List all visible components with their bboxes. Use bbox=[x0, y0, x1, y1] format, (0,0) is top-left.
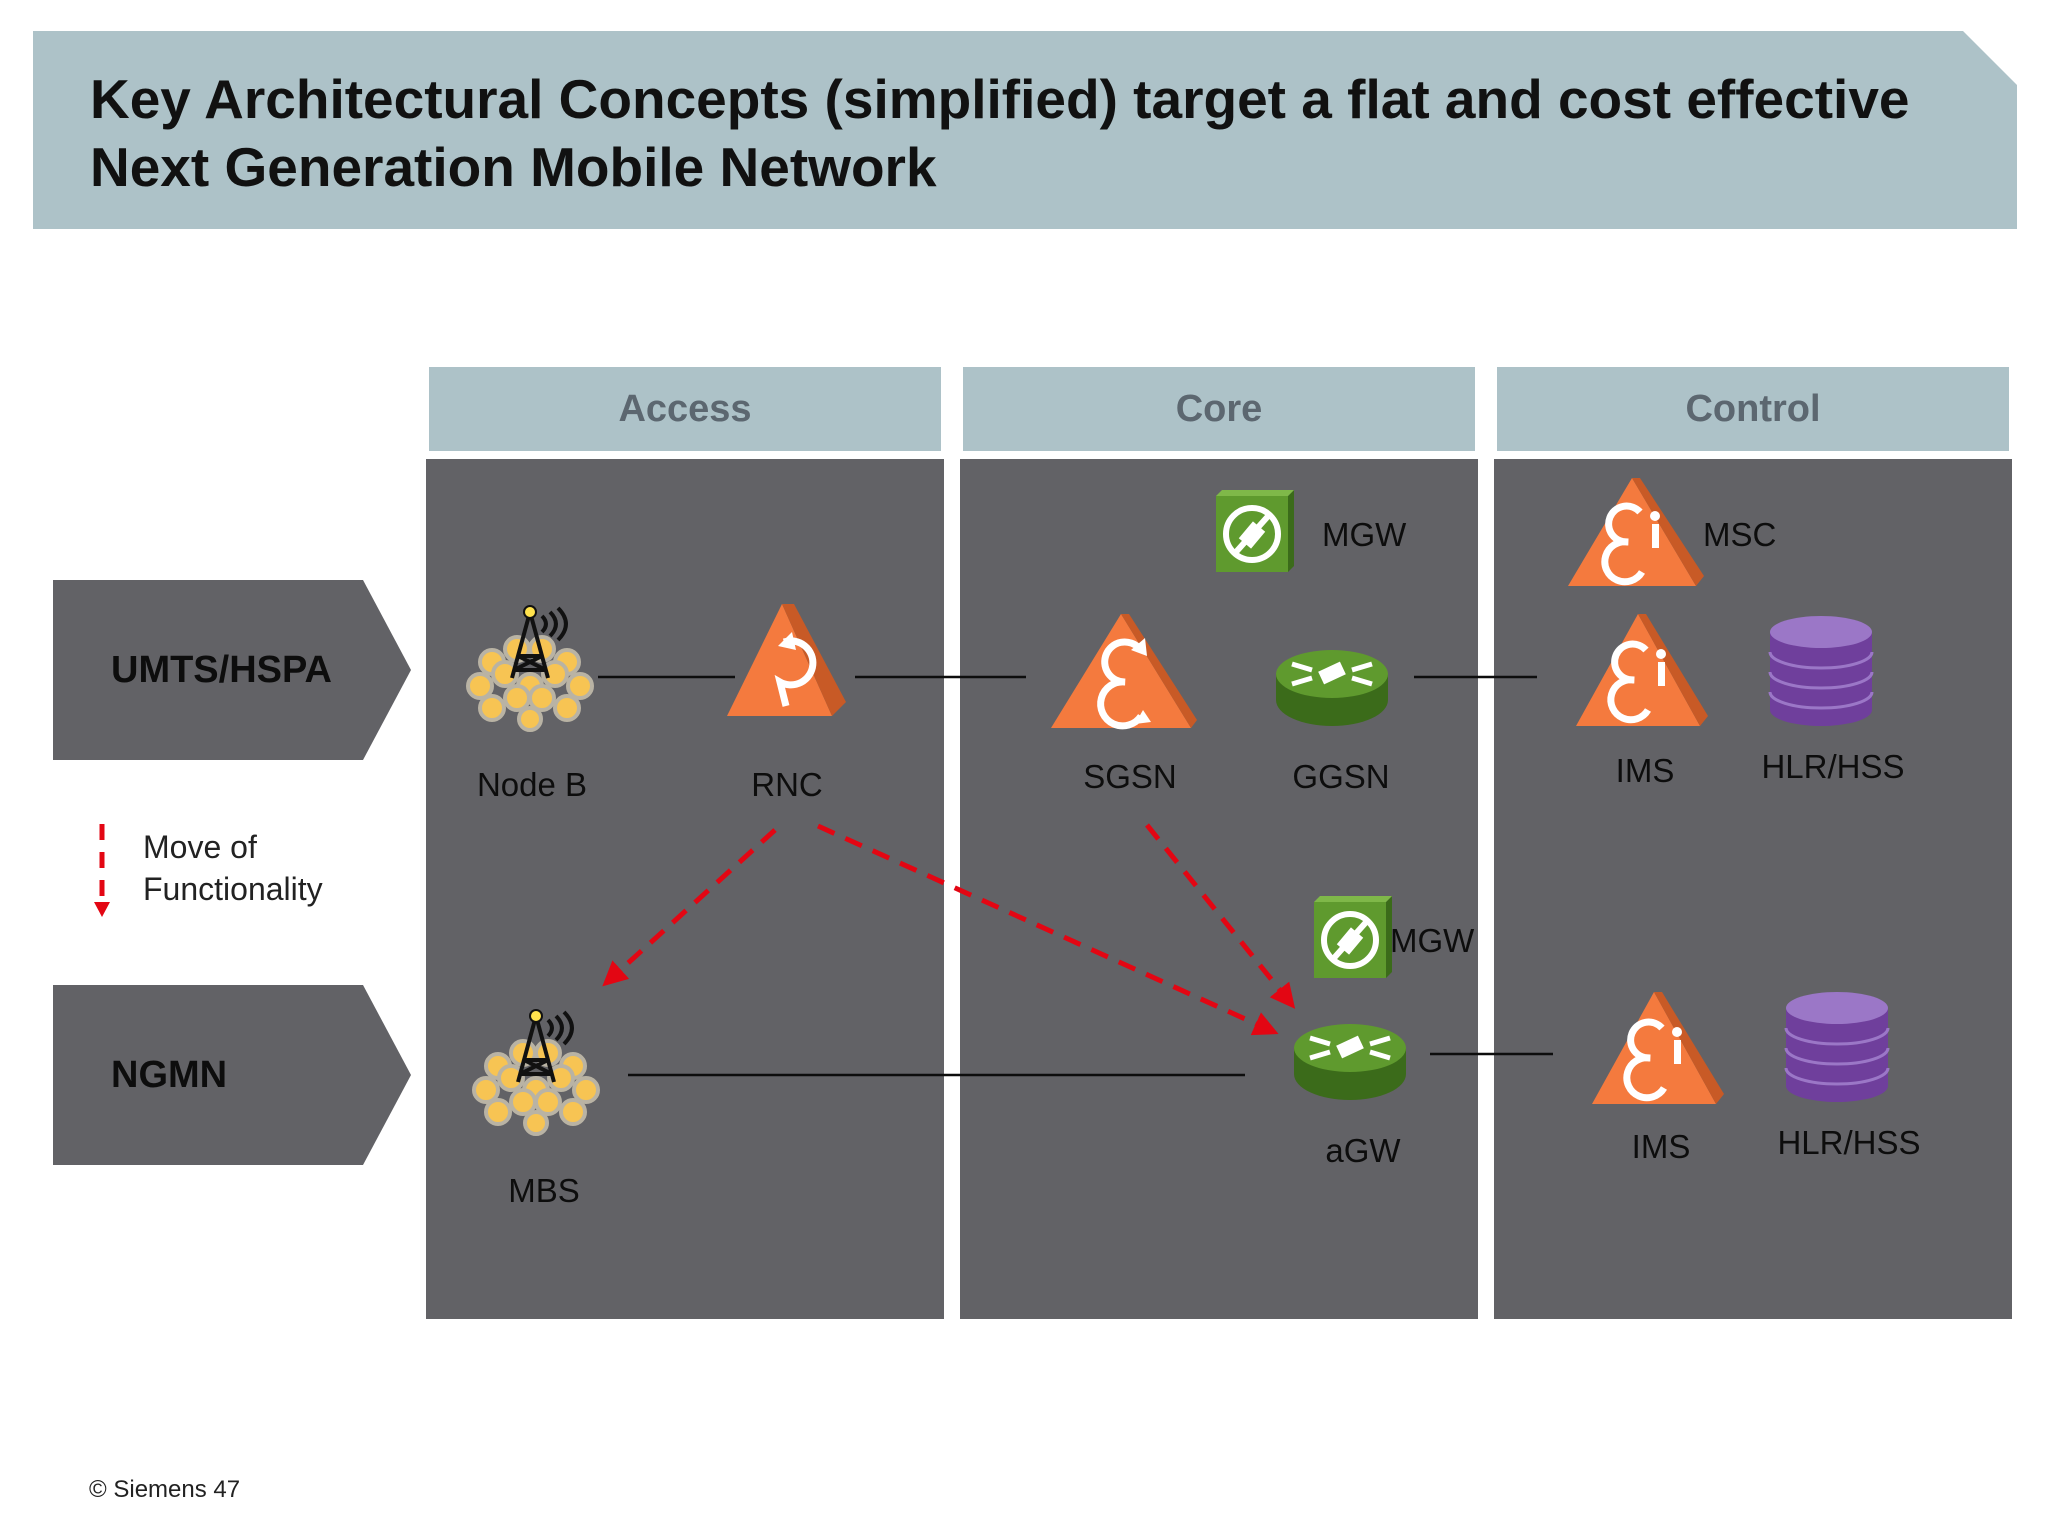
sgsn-icon bbox=[1051, 614, 1197, 730]
title-banner: Key Architectural Concepts (simplified) … bbox=[33, 31, 2017, 229]
legend-text: Move of Functionality bbox=[143, 826, 323, 910]
legend-line-1: Move of bbox=[143, 829, 257, 865]
access-panel bbox=[426, 459, 944, 1319]
sgsn-label: SGSN bbox=[1083, 758, 1177, 795]
legend-line-2: Functionality bbox=[143, 871, 323, 907]
agw-icon bbox=[1294, 1024, 1406, 1100]
row-label-ngmn: NGMN bbox=[111, 1053, 228, 1096]
mgw-top-icon bbox=[1216, 490, 1294, 572]
column-header-access: Access bbox=[429, 367, 941, 451]
hlr-hss-top-icon bbox=[1768, 616, 1874, 726]
rnc-icon bbox=[727, 604, 846, 716]
msc-label: MSC bbox=[1703, 516, 1777, 553]
hlr-hss-bottom-label: HLR/HSS bbox=[1777, 1124, 1921, 1161]
move-rnc-to-mbs-arrow bbox=[602, 828, 777, 987]
column-header-core: Core bbox=[963, 367, 1475, 451]
move-sgsn-to-agw-arrow bbox=[1145, 823, 1296, 1009]
control-panel bbox=[1494, 459, 2012, 1319]
mgw-bottom-label: MGW bbox=[1390, 922, 1475, 959]
move-of-functionality-legend-icon bbox=[94, 824, 110, 917]
mgw-bottom-icon bbox=[1314, 896, 1392, 978]
node-b-icon bbox=[466, 605, 594, 732]
rnc-label: RNC bbox=[751, 766, 823, 803]
agw-label: aGW bbox=[1325, 1132, 1401, 1169]
row-label-umts: UMTS/HSPA bbox=[111, 648, 332, 691]
ims-bottom-icon bbox=[1592, 992, 1724, 1104]
mbs-icon bbox=[472, 1009, 600, 1136]
node-b-label: Node B bbox=[476, 766, 588, 803]
move-rnc-to-agw-arrow bbox=[816, 823, 1279, 1036]
row-arrow-umts: UMTS/HSPA bbox=[53, 580, 411, 760]
footer-copyright: © Siemens 47 bbox=[89, 1476, 241, 1503]
mbs-label: MBS bbox=[508, 1172, 580, 1209]
column-header-control: Control bbox=[1497, 367, 2009, 451]
core-panel bbox=[960, 459, 1478, 1319]
page-title: Key Architectural Concepts (simplified) … bbox=[90, 68, 1910, 198]
ggsn-label: GGSN bbox=[1292, 758, 1390, 795]
ims-top-icon bbox=[1576, 614, 1708, 726]
msc-icon bbox=[1568, 478, 1704, 586]
ims-bottom-label: IMS bbox=[1631, 1128, 1691, 1165]
ggsn-icon bbox=[1276, 650, 1388, 726]
row-arrow-ngmn: NGMN bbox=[53, 985, 411, 1165]
hlr-hss-top-label: HLR/HSS bbox=[1761, 748, 1905, 785]
mgw-top-label: MGW bbox=[1322, 516, 1407, 553]
hlr-hss-bottom-icon bbox=[1784, 992, 1890, 1102]
ims-top-label: IMS bbox=[1615, 752, 1675, 789]
